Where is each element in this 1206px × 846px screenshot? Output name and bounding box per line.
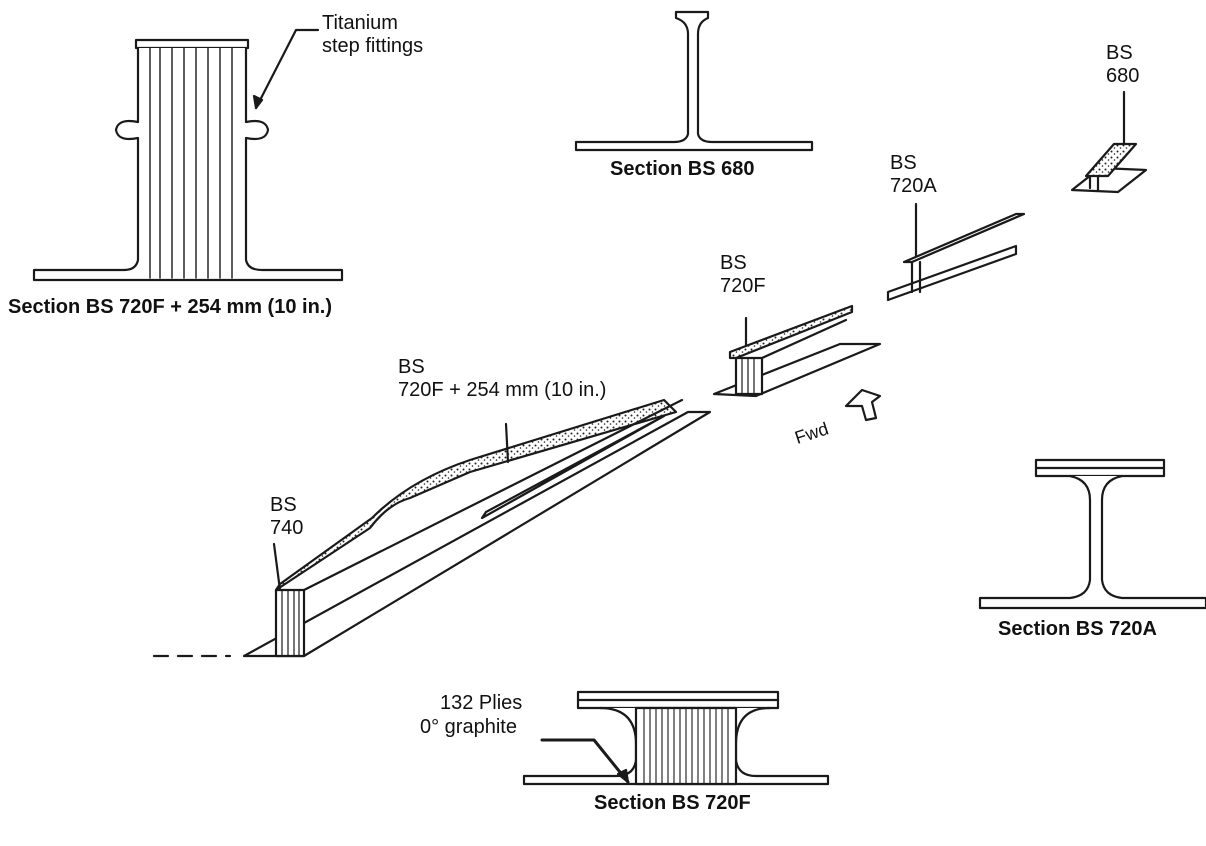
beam-bs-720a-drawing bbox=[886, 202, 1026, 302]
section-bs-720f-254-drawing bbox=[32, 28, 344, 282]
beam-bs-680-drawing bbox=[1070, 90, 1148, 194]
bs-720f-label: BS 720F bbox=[720, 252, 766, 297]
section-bs-720f-254-label: Section BS 720F + 254 mm (10 in.) bbox=[8, 296, 333, 318]
section-bs-720a-label: Section BS 720A bbox=[998, 618, 1157, 640]
bs-740-label: BS 740 bbox=[270, 494, 304, 539]
section-bs-720f-drawing bbox=[522, 690, 830, 786]
bs-680-label: BS 680 bbox=[1106, 42, 1140, 87]
section-bs-680-label: Section BS 680 bbox=[610, 158, 755, 180]
beam-bs-720f-drawing bbox=[712, 304, 882, 398]
section-bs-680-drawing bbox=[574, 10, 814, 152]
plies-132-label: 132 Plies bbox=[440, 692, 523, 714]
beam-bs-740-drawing bbox=[152, 398, 712, 658]
section-bs-720a-drawing bbox=[978, 458, 1206, 610]
bs-720f-254-label: BS 720F + 254 mm (10 in.) bbox=[398, 356, 607, 401]
section-bs-720f-label: Section BS 720F bbox=[594, 792, 751, 814]
forward-arrow-icon bbox=[844, 388, 882, 422]
titanium-step-fittings-label: Titanium step fittings bbox=[322, 12, 424, 57]
graphite-0-label: 0° graphite bbox=[420, 716, 517, 738]
bs-720a-label: BS 720A bbox=[890, 152, 937, 197]
